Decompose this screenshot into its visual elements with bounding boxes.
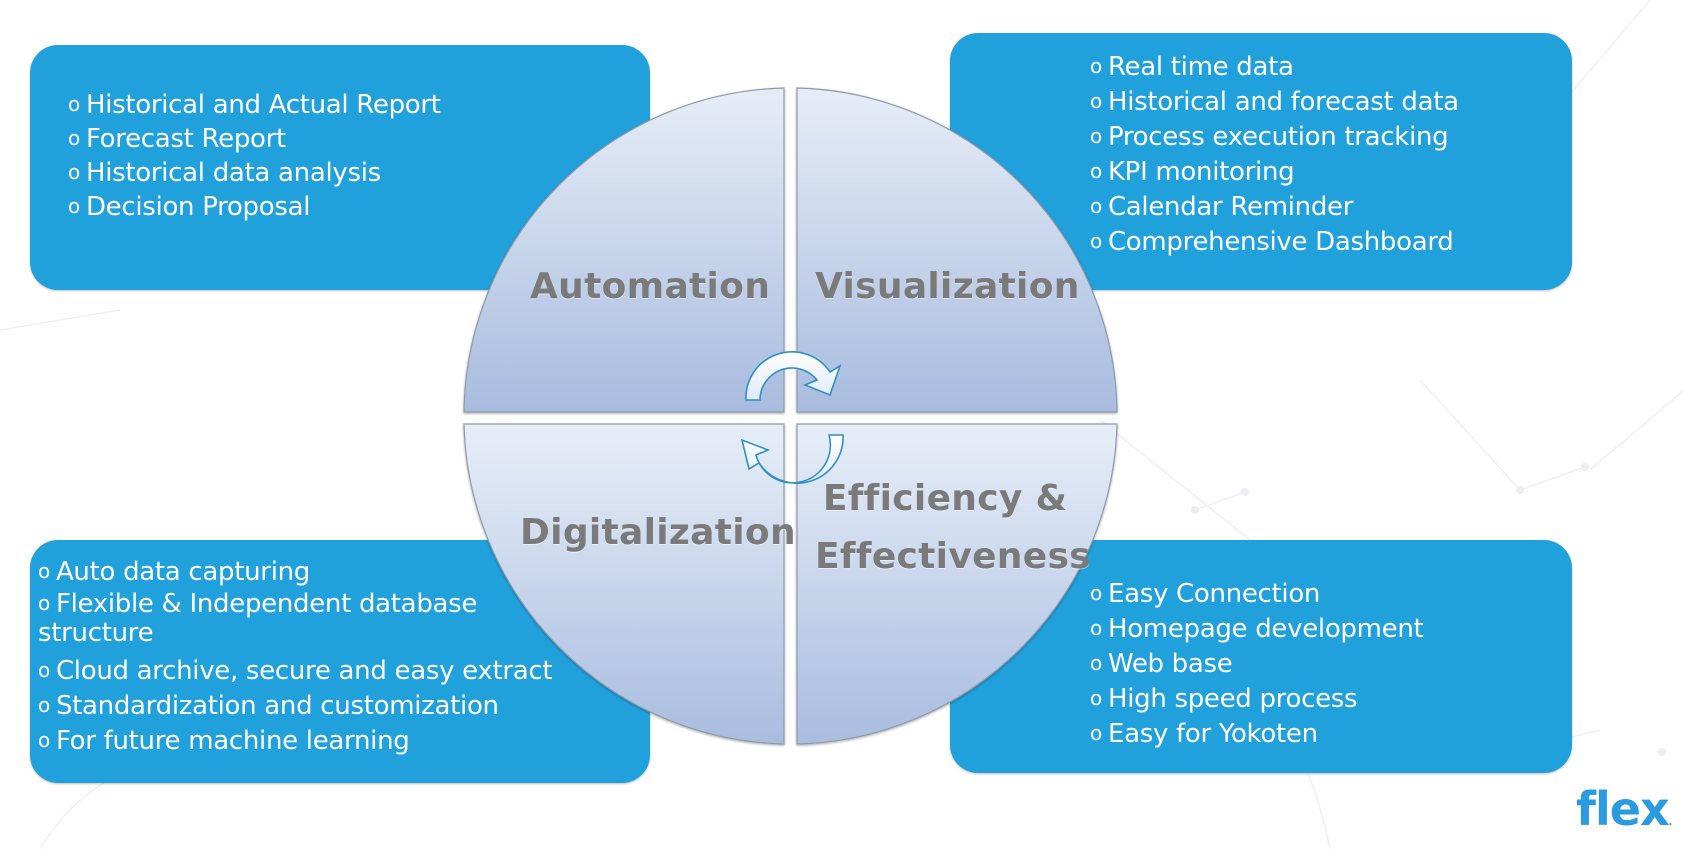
efficiency-effectiveness-label: Efficiency & Effectiveness <box>815 470 1091 586</box>
bullet-icon: o <box>38 728 50 752</box>
circular-arrows-icon <box>740 351 844 484</box>
bullet-icon: o <box>1090 89 1102 113</box>
efficiency-label-line1: Efficiency & <box>822 478 1068 519</box>
bullet-icon: o <box>1090 616 1102 640</box>
bullet-icon: o <box>38 693 50 717</box>
bullet-icon: o <box>1090 686 1102 710</box>
visualization-label: Visualization <box>815 266 1080 307</box>
bullet-icon: o <box>38 658 50 682</box>
quadrant-efficiency <box>796 423 1118 745</box>
arrow-top-clockwise-icon <box>745 351 842 401</box>
arrow-bottom-counterclockwise-icon <box>740 434 844 484</box>
logo-text: flex <box>1576 782 1670 836</box>
bullet-icon: o <box>1090 159 1102 183</box>
bullet-icon: o <box>68 194 80 218</box>
quadrant-visualization <box>796 87 1118 413</box>
logo-dot: . <box>1668 817 1673 828</box>
quadrant-automation <box>463 87 785 413</box>
bullet-icon: o <box>68 160 80 184</box>
efficiency-label-line2: Effectiveness <box>815 536 1091 577</box>
automation-label: Automation <box>530 266 771 307</box>
bullet-icon: o <box>1090 651 1102 675</box>
flex-logo: flex. <box>1576 782 1673 836</box>
bullet-icon: o <box>68 126 80 150</box>
bullet-icon: o <box>68 92 80 116</box>
bullet-icon: o <box>38 591 50 615</box>
quadrant-digitalization <box>463 423 785 745</box>
bullet-icon: o <box>1090 194 1102 218</box>
bullet-icon: o <box>1090 229 1102 253</box>
digitalization-label: Digitalization <box>520 512 796 553</box>
bullet-icon: o <box>38 559 50 583</box>
bullet-icon: o <box>1090 124 1102 148</box>
bullet-icon: o <box>1090 581 1102 605</box>
bullet-icon: o <box>1090 721 1102 745</box>
bullet-icon: o <box>1090 54 1102 78</box>
